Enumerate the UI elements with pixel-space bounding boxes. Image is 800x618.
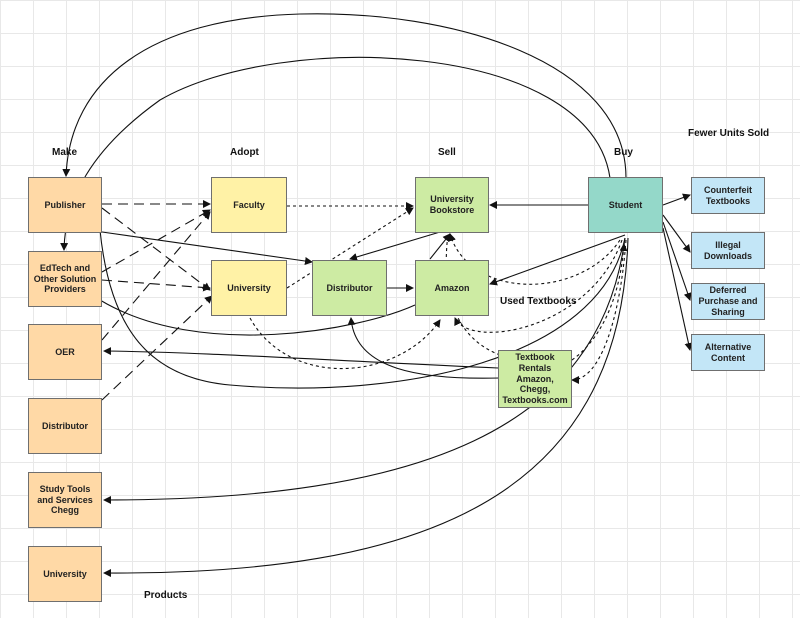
node-study-tools: Study Tools and Services Chegg xyxy=(28,472,102,528)
node-edtech: EdTech and Other Solution Providers xyxy=(28,251,102,307)
heading-make: Make xyxy=(52,147,78,158)
dot-rentals-student xyxy=(571,243,628,361)
arrow-student-to-study-tools xyxy=(103,237,626,504)
node-student: Student xyxy=(588,177,663,233)
arrow-student-to-amazon xyxy=(489,234,626,286)
arrow-distributor-bookstore xyxy=(349,231,441,261)
arrow-to-illegal xyxy=(662,214,691,253)
heading-sell: Sell xyxy=(438,147,456,158)
node-distributor-make: Distributor xyxy=(28,398,102,454)
dash-edtech-university xyxy=(101,279,211,292)
arrow-to-oer xyxy=(103,347,499,369)
dash-edtech-faculty xyxy=(101,209,211,273)
dot-student-bookstore xyxy=(448,233,621,285)
heading-adopt: Adopt xyxy=(230,147,259,158)
arc-edtech-to-amazon xyxy=(99,299,416,336)
dash-publisher-university xyxy=(101,207,211,291)
arc-student-to-publisher-low xyxy=(99,229,626,389)
arrow-student-to-university-product xyxy=(103,237,629,578)
arrow-publisher-to-distributor xyxy=(101,231,313,265)
dash-oer-faculty xyxy=(101,211,211,341)
dot-student-rentals xyxy=(571,239,627,384)
heading-fewer-units-sold: Fewer Units Sold xyxy=(688,128,770,139)
heading-buy: Buy xyxy=(614,147,633,158)
node-university-bookstore: University Bookstore xyxy=(415,177,489,233)
dash-distributor-university xyxy=(101,295,213,401)
arrow-to-alternative xyxy=(662,227,693,351)
dot-university-amazon xyxy=(249,317,441,370)
arrow-to-deferred xyxy=(662,221,692,301)
node-university-adopt: University xyxy=(211,260,287,316)
node-illegal-downloads: Illegal Downloads xyxy=(691,232,765,269)
dot-university-bookstore xyxy=(286,207,414,289)
node-faculty: Faculty xyxy=(211,177,287,233)
arc-student-to-edtech xyxy=(60,56,611,251)
node-counterfeit: Counterfeit Textbooks xyxy=(691,177,765,214)
node-publisher: Publisher xyxy=(28,177,102,233)
arrow-to-counterfeit xyxy=(662,193,691,206)
node-amazon: Amazon xyxy=(415,260,489,316)
dot-student-amazon xyxy=(454,239,623,333)
node-textbook-rentals: Textbook Rentals Amazon, Chegg, Textbook… xyxy=(498,350,572,408)
arrow-amazon-to-bookstore xyxy=(429,233,451,260)
node-deferred-purchase: Deferred Purchase and Sharing xyxy=(691,283,765,320)
arc-rentals-to-distributor xyxy=(347,317,501,379)
label-used-textbooks: Used Textbooks xyxy=(500,296,577,307)
node-distributor-sell: Distributor xyxy=(312,260,387,316)
heading-products: Products xyxy=(144,590,188,601)
node-alternative-content: Alternative Content xyxy=(691,334,765,371)
arc-student-to-publisher xyxy=(62,13,627,179)
node-oer: OER xyxy=(28,324,102,380)
node-university-product: University xyxy=(28,546,102,602)
